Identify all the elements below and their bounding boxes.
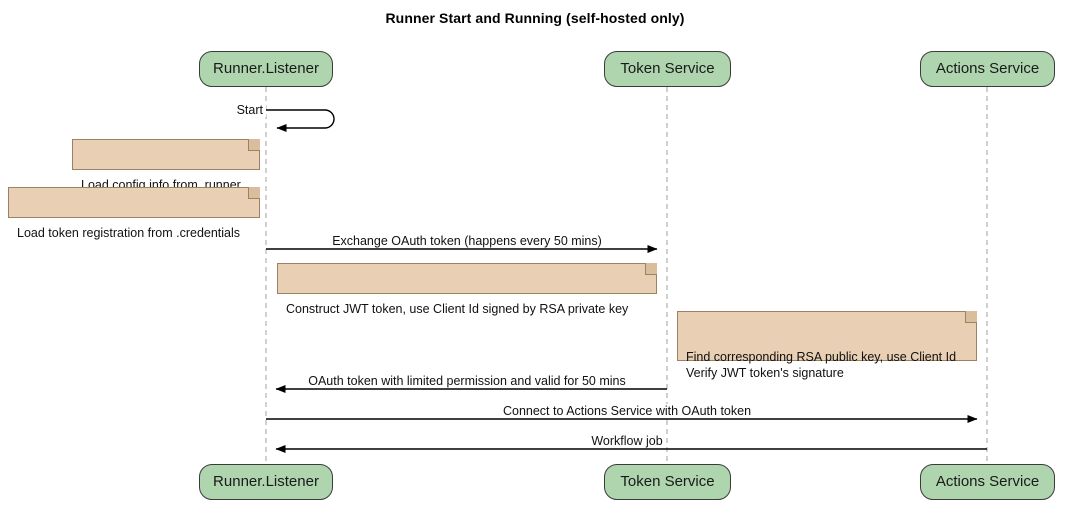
participant-label: Runner.Listener <box>213 473 319 490</box>
message-label-exchange-oauth-token: Exchange OAuth token (happens every 50 m… <box>329 234 605 248</box>
participant-label: Actions Service <box>935 60 1040 77</box>
note-load-token-registration: Load token registration from .credential… <box>8 187 260 240</box>
participant-label: Runner.Listener <box>213 60 319 77</box>
participant-top-token-service[interactable]: Token Service <box>604 51 731 87</box>
note-verify-jwt: Find corresponding RSA public key, use C… <box>677 311 977 380</box>
self-message-start-arrow <box>266 109 335 132</box>
page-title: Runner Start and Running (self-hosted on… <box>385 10 685 26</box>
participant-label: Actions Service <box>935 473 1040 490</box>
note-fold-corner-icon <box>248 187 260 199</box>
message-label-connect-actions-service: Connect to Actions Service with OAuth to… <box>499 404 755 418</box>
message-label-workflow-job: Workflow job <box>588 434 666 448</box>
note-text: Find corresponding RSA public key, use C… <box>686 350 957 380</box>
note-text: Construct JWT token, use Client Id signe… <box>286 302 629 316</box>
note-load-config: Load config info from .runner <box>72 139 260 192</box>
participant-bottom-actions-service[interactable]: Actions Service <box>920 464 1055 500</box>
note-construct-jwt: Construct JWT token, use Client Id signe… <box>277 263 657 316</box>
message-label-oauth-token-returned: OAuth token with limited permission and … <box>305 374 629 388</box>
note-fold-corner-icon <box>248 139 260 151</box>
participant-bottom-runner-listener[interactable]: Runner.Listener <box>199 464 333 500</box>
note-text: Load token registration from .credential… <box>17 226 241 240</box>
note-fold-corner-icon <box>645 263 657 275</box>
participant-label: Token Service <box>620 473 715 490</box>
note-fold-corner-icon <box>965 311 977 323</box>
participant-top-runner-listener[interactable]: Runner.Listener <box>199 51 333 87</box>
participant-bottom-token-service[interactable]: Token Service <box>604 464 731 500</box>
participant-top-actions-service[interactable]: Actions Service <box>920 51 1055 87</box>
participant-label: Token Service <box>620 60 715 77</box>
self-message-label-start: Start <box>188 103 266 117</box>
